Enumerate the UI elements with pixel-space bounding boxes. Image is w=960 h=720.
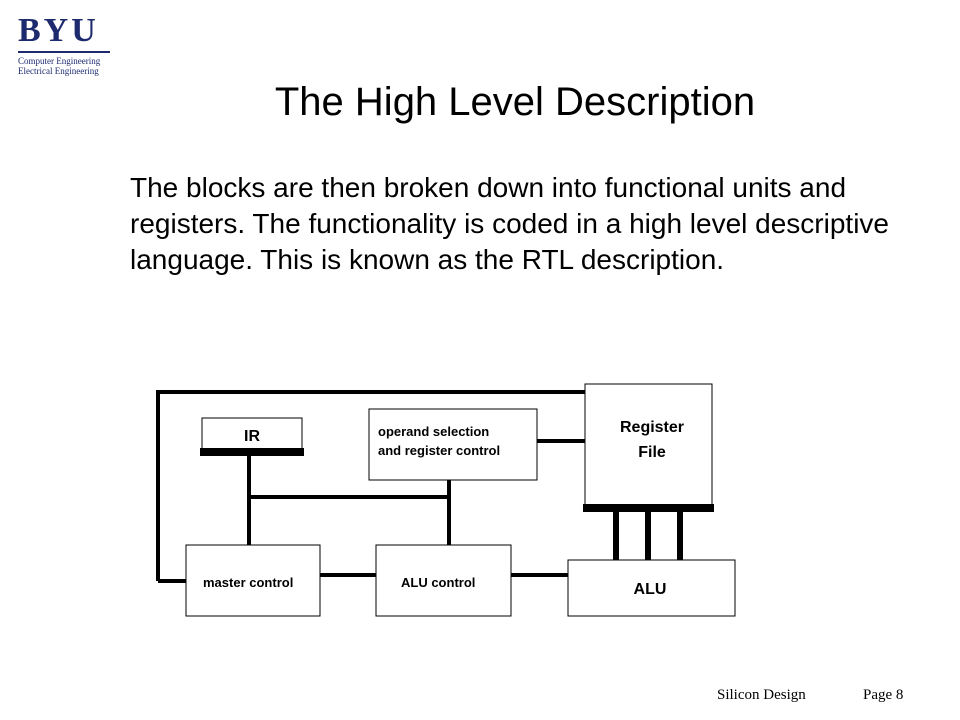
register-file-block: Register File [583,383,714,512]
connection-wires [156,390,585,583]
alu-block: ALU [567,559,736,617]
ir-block: IR [200,417,304,456]
logo-mark: BYU [18,12,99,49]
logo-divider [18,51,110,53]
operand-label-2: and register control [378,443,500,458]
master-control-label: master control [203,575,293,590]
slide-title: The High Level Description [274,80,756,124]
alu-label: ALU [634,581,667,598]
master-control-block: master control [185,544,321,617]
register-file-label-1: Register [620,419,684,436]
regfile-alu-bus [613,510,683,560]
footer-course: Silicon Design [717,687,806,703]
ir-label: IR [244,428,260,445]
footer-page-number: Page 8 [863,687,904,703]
logo-subtitle-1: Computer Engineering [18,56,101,66]
wire-feedback-loop [156,390,585,581]
alu-control-block: ALU control [375,544,512,617]
alu-control-label: ALU control [401,575,475,590]
slide-body-text: The blocks are then broken down into fun… [130,172,889,275]
operand-selection-block: operand selection and register control [368,408,538,481]
logo-subtitle-2: Electrical Engineering [18,66,99,76]
byu-logo: BYU Computer Engineering Electrical Engi… [18,14,118,76]
operand-label-1: operand selection [378,424,489,439]
register-file-label-2: File [638,444,666,461]
